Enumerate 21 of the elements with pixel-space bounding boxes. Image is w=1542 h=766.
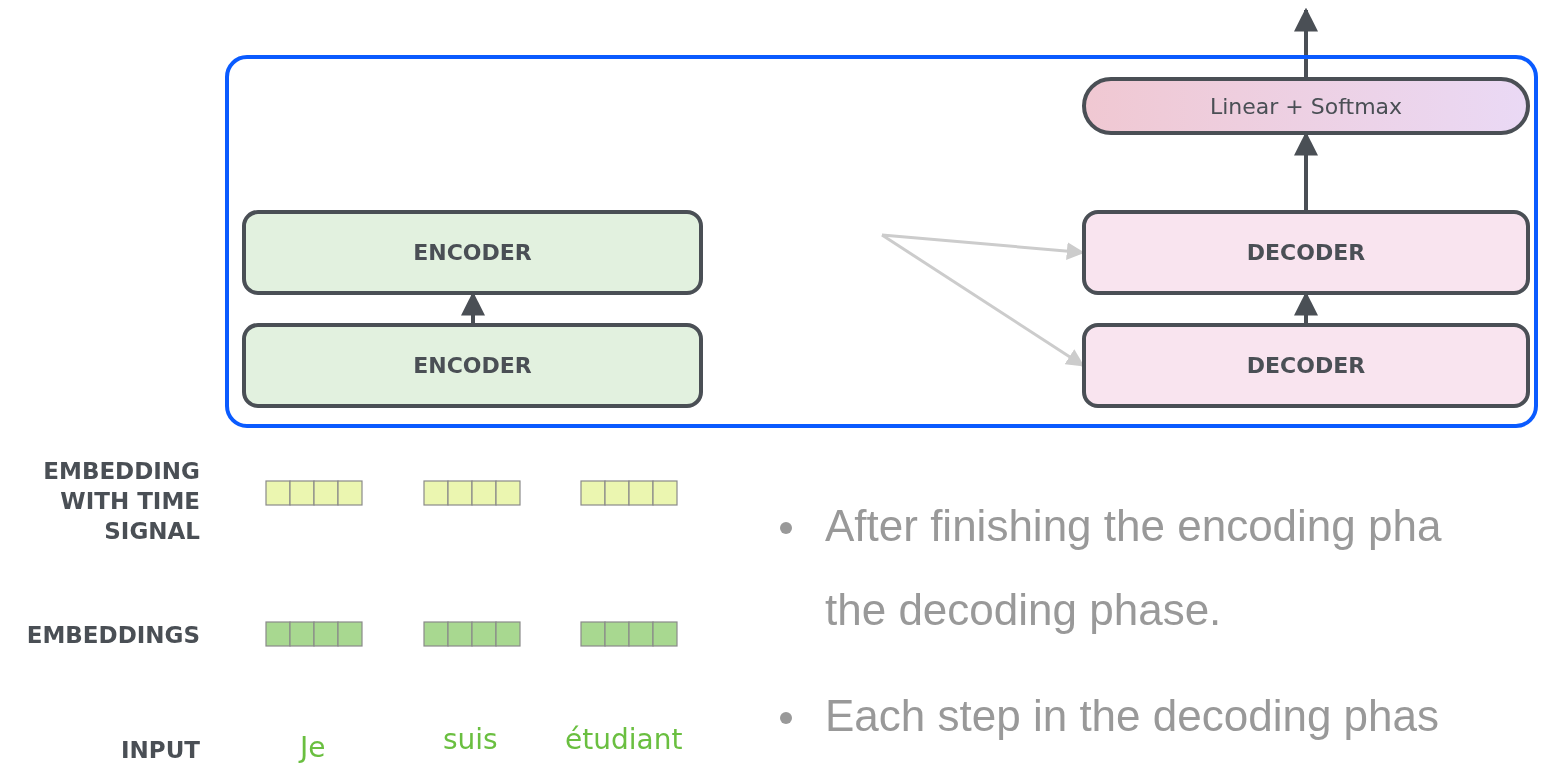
row-label: EMBEDDING WITH TIME SIGNAL [42,457,200,546]
bullet-text: the decoding phase. [825,584,1222,636]
row-label: INPUT [120,736,200,765]
linear-softmax-box [1082,77,1530,135]
bullet-text: After finishing the encoding pha [825,500,1442,552]
encoder-decoder-frame [225,55,1538,428]
row-label: EMBEDDINGS [26,621,200,650]
node-label: DECODER [1246,240,1366,265]
encoder-box [242,210,703,295]
node-label: ENCODER [413,240,532,265]
node-label: ENCODER [413,353,532,378]
input-word: suis [443,722,498,758]
decoder-box [1082,210,1530,295]
bullet-text: Each step in the decoding phas [825,690,1439,742]
encoder-box [242,323,703,408]
input-word: étudiant [565,722,683,758]
node-label: Linear + Softmax [1209,93,1403,119]
input-word: Je [300,730,326,766]
node-label: DECODER [1246,353,1366,378]
arrow [1294,7,1318,78]
decoder-box [1082,323,1530,408]
